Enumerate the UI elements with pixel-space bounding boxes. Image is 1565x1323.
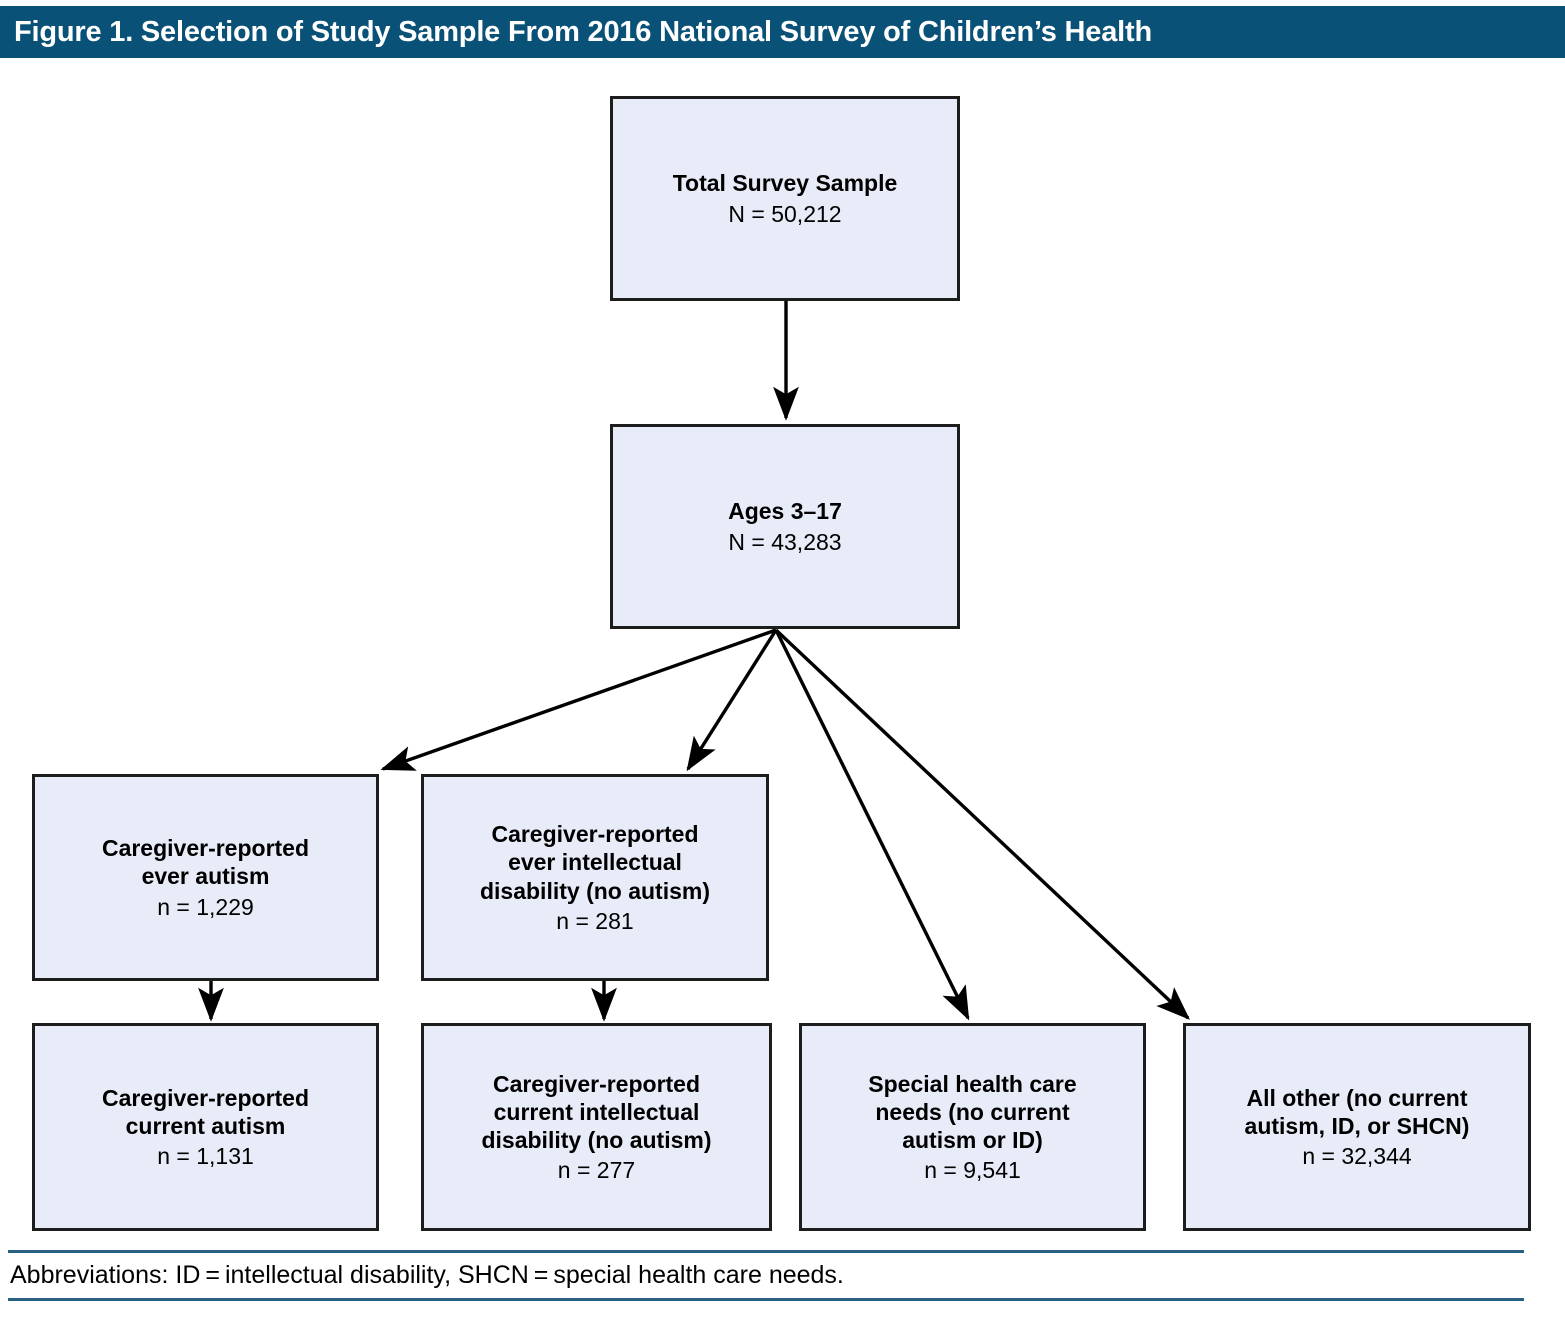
footer-rule-top bbox=[8, 1250, 1524, 1253]
node-ages-3-17-count: N = 43,283 bbox=[728, 528, 842, 555]
node-ages-3-17-label: Ages 3–17 bbox=[728, 498, 842, 525]
figure-title: Figure 1. Selection of Study Sample From… bbox=[14, 15, 1152, 48]
figure-footer: Abbreviations: ID = intellectual disabil… bbox=[0, 1250, 1565, 1301]
figure-title-bar: Figure 1. Selection of Study Sample From… bbox=[0, 6, 1565, 58]
edge-ages-to-all-other bbox=[774, 628, 1190, 1020]
edge-ages-to-shcn bbox=[774, 629, 970, 1021]
node-ages-3-17[interactable]: Ages 3–17 N = 43,283 bbox=[610, 424, 960, 629]
node-caregiver-reported-current-intellectual-disability-count: n = 277 bbox=[557, 1157, 636, 1184]
node-caregiver-reported-current-intellectual-disability-label: Caregiver-reported current intellectual … bbox=[481, 1070, 712, 1153]
node-total-survey-sample-count: N = 50,212 bbox=[728, 200, 842, 227]
node-special-health-care-needs-count: n = 9,541 bbox=[924, 1157, 1021, 1184]
node-total-survey-sample[interactable]: Total Survey Sample N = 50,212 bbox=[610, 96, 960, 301]
node-all-other-label: All other (no current autism, ID, or SHC… bbox=[1244, 1084, 1470, 1139]
node-caregiver-reported-ever-autism-label: Caregiver-reported ever autism bbox=[101, 835, 310, 890]
node-all-other[interactable]: All other (no current autism, ID, or SHC… bbox=[1183, 1023, 1531, 1231]
footer-rule-bottom bbox=[8, 1298, 1524, 1301]
node-special-health-care-needs-label: Special health care needs (no current au… bbox=[868, 1070, 1077, 1153]
node-special-health-care-needs[interactable]: Special health care needs (no current au… bbox=[799, 1023, 1146, 1231]
node-all-other-count: n = 32,344 bbox=[1302, 1143, 1412, 1170]
node-caregiver-reported-ever-intellectual-disability-count: n = 281 bbox=[556, 907, 634, 934]
flowchart: Total Survey Sample N = 50,212 Ages 3–17… bbox=[0, 58, 1565, 1243]
edge-ages-to-ever-id bbox=[686, 629, 778, 772]
figure-abbreviations: Abbreviations: ID = intellectual disabil… bbox=[10, 1261, 844, 1289]
node-total-survey-sample-label: Total Survey Sample bbox=[672, 170, 898, 197]
edge-ages-to-ever-autism bbox=[380, 628, 777, 771]
node-caregiver-reported-ever-autism-count: n = 1,229 bbox=[157, 893, 254, 920]
node-caregiver-reported-current-autism-count: n = 1,131 bbox=[157, 1143, 254, 1170]
node-caregiver-reported-ever-intellectual-disability-label: Caregiver-reported ever intellectual dis… bbox=[479, 821, 711, 904]
node-caregiver-reported-ever-intellectual-disability[interactable]: Caregiver-reported ever intellectual dis… bbox=[421, 774, 769, 981]
node-caregiver-reported-ever-autism[interactable]: Caregiver-reported ever autism n = 1,229 bbox=[32, 774, 379, 981]
node-caregiver-reported-current-autism[interactable]: Caregiver-reported current autism n = 1,… bbox=[32, 1023, 379, 1231]
node-caregiver-reported-current-autism-label: Caregiver-reported current autism bbox=[101, 1084, 310, 1139]
node-caregiver-reported-current-intellectual-disability[interactable]: Caregiver-reported current intellectual … bbox=[421, 1023, 772, 1231]
